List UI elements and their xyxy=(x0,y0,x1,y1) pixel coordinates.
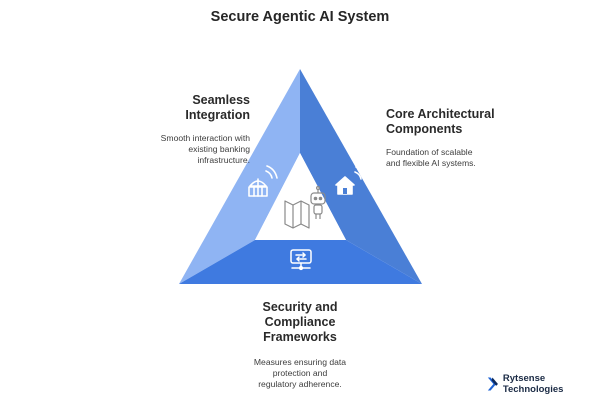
left-face xyxy=(179,69,300,284)
description-line: Measures ensuring data xyxy=(253,357,347,367)
section-description: Smooth interaction with existing banking… xyxy=(120,133,250,166)
brand-name: Rytsense Technologies xyxy=(502,373,564,395)
home-wifi-icon xyxy=(335,166,367,195)
section-heading: Security and Compliance Frameworks xyxy=(220,300,380,345)
inner-triangle xyxy=(255,153,346,240)
bottom-face xyxy=(179,240,422,284)
description-line: regulatory adherence. xyxy=(258,379,342,389)
heading-line: Components xyxy=(386,122,463,136)
robot-icon xyxy=(310,186,326,219)
description-line: Smooth interaction with xyxy=(160,133,250,143)
section-description: Foundation of scalable and flexible AI s… xyxy=(386,147,526,169)
core-architectural-components-section: Core Architectural Components Foundation… xyxy=(386,107,526,169)
map-icon xyxy=(284,200,310,229)
bank-wifi-icon xyxy=(248,165,278,197)
description-line: infrastructure. xyxy=(197,155,250,165)
security-compliance-section: Security and Compliance Frameworks Measu… xyxy=(220,300,380,390)
heading-line: Security and xyxy=(262,300,338,314)
brand-logo: Rytsense Technologies xyxy=(486,373,600,395)
network-transfer-icon xyxy=(290,249,312,271)
section-heading: Seamless Integration xyxy=(120,93,250,123)
section-heading: Core Architectural Components xyxy=(386,107,526,137)
section-description: Measures ensuring data protection and re… xyxy=(220,357,380,390)
description-line: Foundation of scalable xyxy=(386,147,473,157)
heading-line: Core Architectural xyxy=(386,107,495,121)
description-line: protection and xyxy=(272,368,328,378)
heading-line: Frameworks xyxy=(263,330,337,344)
heading-line: Seamless xyxy=(192,93,250,107)
seamless-integration-section: Seamless Integration Smooth interaction … xyxy=(120,93,250,166)
description-line: existing banking xyxy=(188,144,250,154)
diagram-title: Secure Agentic AI System xyxy=(210,9,390,25)
description-line: and flexible AI systems. xyxy=(386,158,476,168)
heading-line: Integration xyxy=(185,108,250,122)
rytsense-logo-icon xyxy=(487,377,498,391)
heading-line: Compliance xyxy=(264,315,336,329)
